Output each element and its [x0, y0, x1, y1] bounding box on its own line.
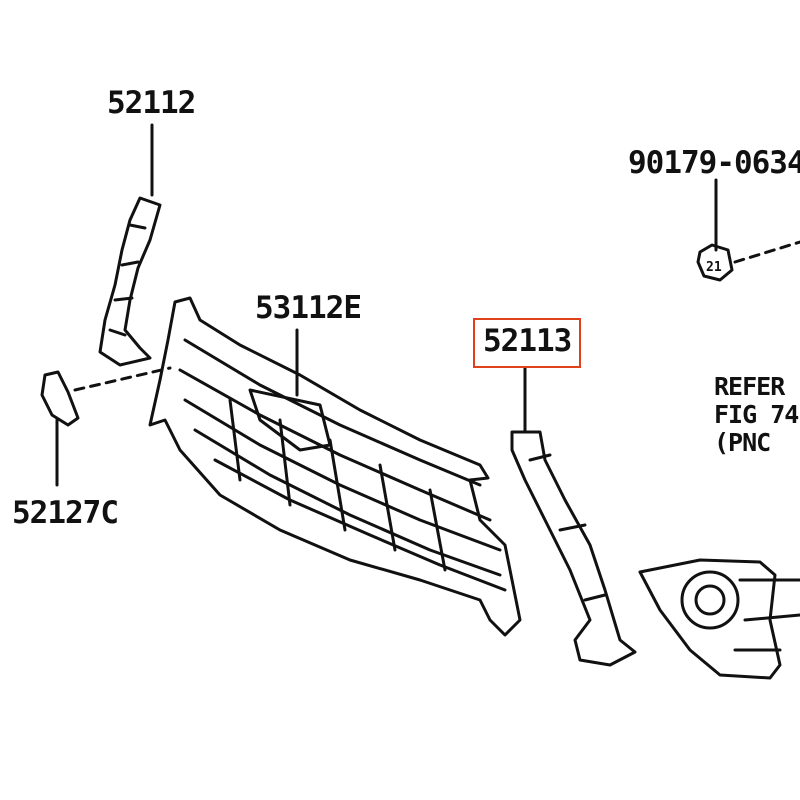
reference-note: REFER FIG 74 (PNC — [714, 372, 799, 457]
clip-90179 — [696, 243, 734, 282]
reference-note-line2[interactable]: FIG 74 — [714, 400, 799, 429]
part-52127C-cover — [40, 370, 80, 427]
part-label-52113[interactable]: 52113 — [483, 323, 572, 359]
part-label-53112E[interactable]: 53112E — [255, 290, 362, 326]
clip-mark: 21 — [706, 260, 722, 275]
part-label-52112[interactable]: 52112 — [107, 85, 196, 121]
highlight-box — [473, 318, 581, 368]
part-52113-bracket — [510, 430, 637, 667]
part-foglamp-cover — [638, 558, 800, 680]
reference-note-line1: REFER — [714, 372, 785, 401]
part-label-52127C[interactable]: 52127C — [12, 495, 119, 531]
reference-note-line3: (PNC — [714, 428, 771, 457]
part-label-90179-06349[interactable]: 90179-06349 — [628, 145, 800, 181]
part-52112-bracket — [98, 196, 162, 367]
connector-dashed — [733, 240, 800, 264]
part-53112E-grille — [148, 296, 522, 637]
connector-dashed — [73, 366, 172, 392]
